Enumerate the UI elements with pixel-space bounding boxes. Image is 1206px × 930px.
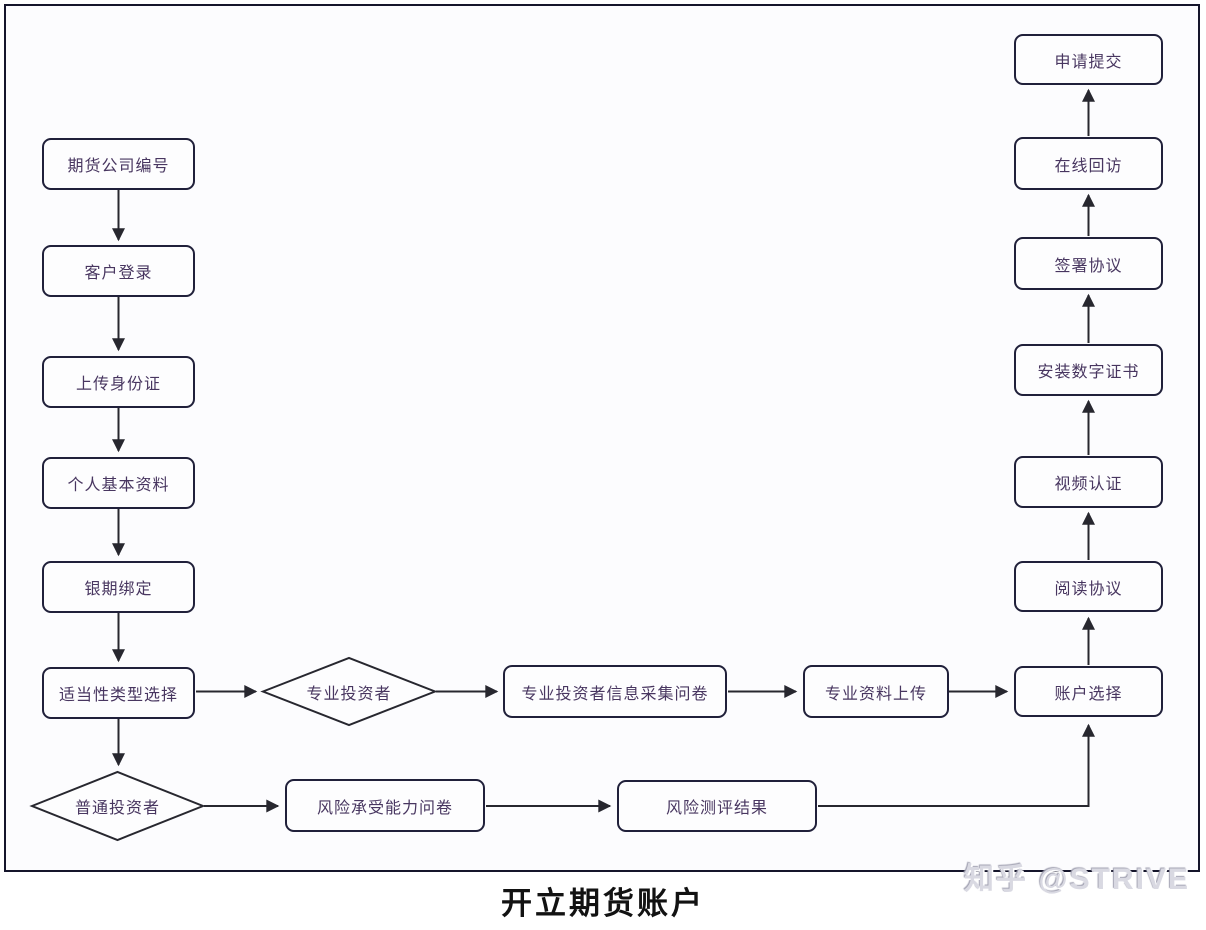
node-suitability-type-selection: 适当性类型选择 xyxy=(42,667,195,719)
node-label: 上传身份证 xyxy=(75,376,161,393)
node-account-selection: 账户选择 xyxy=(1014,666,1163,717)
node-risk-tolerance-questionnaire: 风险承受能力问卷 xyxy=(285,779,485,832)
node-label: 客户登录 xyxy=(84,265,153,282)
node-risk-assessment-result: 风险测评结果 xyxy=(617,780,817,832)
node-label: 适当性类型选择 xyxy=(58,687,178,704)
node-label: 个人基本资料 xyxy=(67,477,170,494)
node-video-authentication: 视频认证 xyxy=(1014,456,1163,508)
node-professional-investor-questionnaire: 专业投资者信息采集问卷 xyxy=(503,665,727,718)
node-label: 阅读协议 xyxy=(1054,580,1123,598)
node-label: 专业资料上传 xyxy=(824,685,927,703)
node-application-submit: 申请提交 xyxy=(1014,34,1163,85)
node-online-return-visit: 在线回访 xyxy=(1014,137,1163,190)
ordinary-investor-diamond-shape xyxy=(29,770,206,842)
node-label: 视频认证 xyxy=(1054,476,1123,493)
watermark: 知乎 @STRIVE xyxy=(964,863,1190,896)
professional-investor-diamond-shape xyxy=(260,656,438,727)
node-install-digital-certificate: 安装数字证书 xyxy=(1014,344,1163,396)
node-label: 风险承受能力问卷 xyxy=(316,799,453,817)
node-label: 签署协议 xyxy=(1054,257,1123,275)
arrow-elbow-to-account-selection xyxy=(818,723,1095,807)
node-label: 银期绑定 xyxy=(84,581,153,598)
node-professional-material-upload: 专业资料上传 xyxy=(803,665,949,718)
node-label: 风险测评结果 xyxy=(665,800,768,817)
node-label: 申请提交 xyxy=(1054,53,1123,71)
node-label: 专业投资者信息采集问卷 xyxy=(521,685,709,703)
node-customer-login: 客户登录 xyxy=(42,245,195,297)
node-bank-futures-binding: 银期绑定 xyxy=(42,561,195,613)
node-label: 在线回访 xyxy=(1054,157,1123,175)
node-label: 安装数字证书 xyxy=(1037,364,1140,381)
node-label: 期货公司编号 xyxy=(67,158,170,175)
node-read-agreement: 阅读协议 xyxy=(1014,561,1163,612)
page-title: 开立期货账户 xyxy=(501,886,705,921)
node-label: 账户选择 xyxy=(1054,685,1123,703)
flowchart-canvas-frame xyxy=(4,4,1200,872)
node-futures-company-code: 期货公司编号 xyxy=(42,138,195,190)
node-upload-id-card: 上传身份证 xyxy=(42,356,195,408)
node-personal-basic-info: 个人基本资料 xyxy=(42,457,195,509)
node-sign-agreement: 签署协议 xyxy=(1014,237,1163,290)
